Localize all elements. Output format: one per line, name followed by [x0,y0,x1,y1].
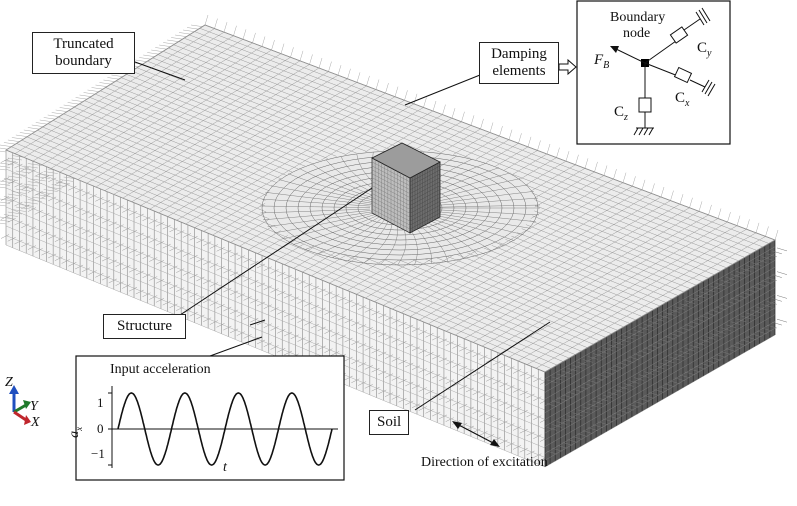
acc-tick-0: 0 [97,421,104,436]
excitation-head-end [490,439,500,447]
damping-elements-line1: Damping [491,46,547,62]
damping-elements-label: Damping elements [479,42,559,84]
cy-rod [644,40,677,64]
leader-line [249,319,266,326]
acc-ylabel-sub: x [73,426,84,431]
cy-sub: y [707,48,712,59]
soil-right-face [544,239,788,468]
axis-z-label: Z [5,375,13,390]
acceleration-inset [75,355,345,481]
leader-line [404,74,481,106]
structure-block [371,142,441,234]
axis-triad [9,385,31,425]
damping-elements-line2: elements [492,63,546,79]
force-fb-main: F [594,52,604,68]
force-fb-label: FB [594,52,609,71]
cz-main: C [614,104,625,120]
force-line [613,47,646,64]
cz-dashpot [638,97,652,113]
cy-label: Cy [697,40,711,59]
boundary-inset-frame [576,0,731,145]
cy-ground [695,7,711,26]
acc-ylabel: ax [67,427,84,438]
acc-series-line [117,392,333,466]
acc-title: Input acceleration [110,362,211,377]
structure-label: Structure [103,314,186,339]
axis-z-head [9,385,19,394]
cx-rod [644,62,679,77]
leader-lines [134,58,577,411]
acc-tick-minus1: −1 [91,446,105,461]
boundary-node-title-2: node [623,26,651,41]
excitation-line [454,422,498,446]
cz-label: Cz [614,104,628,123]
excitation-arrow [452,421,500,447]
callout-arrow [558,58,577,76]
direction-of-excitation-label: Direction of excitation [421,455,548,470]
cx-label: Cx [675,90,689,109]
force-fb-sub: B [603,60,610,71]
cx-rod-2 [689,79,706,88]
cx-sub: x [685,98,690,109]
cx-main: C [675,90,686,106]
cy-rod-2 [683,18,701,31]
cy-main: C [697,40,708,56]
axis-x-label: X [31,415,40,430]
soil-label: Soil [369,410,409,435]
cz-sub: z [624,112,628,123]
cy-dashpot [669,26,689,44]
cx-ground [701,79,716,97]
truncated-boundary-label: Truncated boundary [32,32,135,74]
leader-line [179,187,373,316]
axis-y-label: Y [30,399,38,414]
force-arrowhead [610,46,619,53]
acc-tick-1: 1 [97,395,104,410]
boundary-node-title-1: Boundary [610,10,666,25]
leader-line [414,321,551,411]
boundary-node-inset [576,0,731,145]
leader-line [134,61,186,81]
acc-xlabel: t [223,460,227,475]
soil-front-left-face [0,149,549,468]
excitation-head-start [452,421,462,429]
cz-ground [633,127,654,136]
leader-line [209,336,263,357]
cx-dashpot [673,66,693,84]
axis-y-arrow [13,403,27,414]
acc-ylabel-main: a [67,430,83,438]
axis-x-arrow [13,410,27,422]
truncated-boundary-line2: boundary [55,53,112,69]
truncated-boundary-line1: Truncated [53,36,114,52]
axis-x-head [24,415,31,425]
axis-y-head [23,400,31,409]
